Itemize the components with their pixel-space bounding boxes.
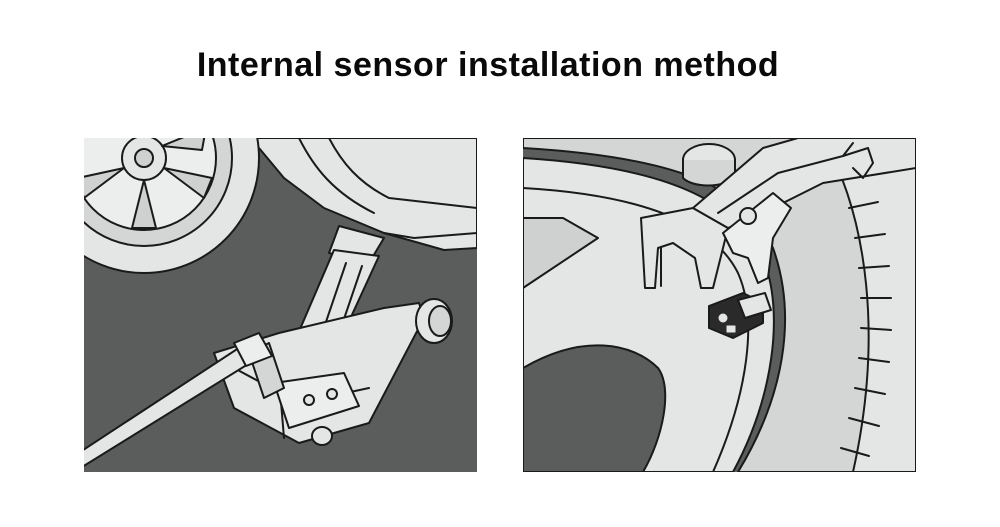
car-jack-illustration [84, 138, 477, 472]
page-title: Internal sensor installation method [196, 46, 780, 84]
tire-bead-breaker-illustration [523, 138, 916, 472]
bead-breaker-lever [722, 192, 792, 284]
jack-base [213, 302, 425, 444]
tire-sidewall [523, 138, 916, 472]
jack-front-caster [311, 426, 333, 446]
